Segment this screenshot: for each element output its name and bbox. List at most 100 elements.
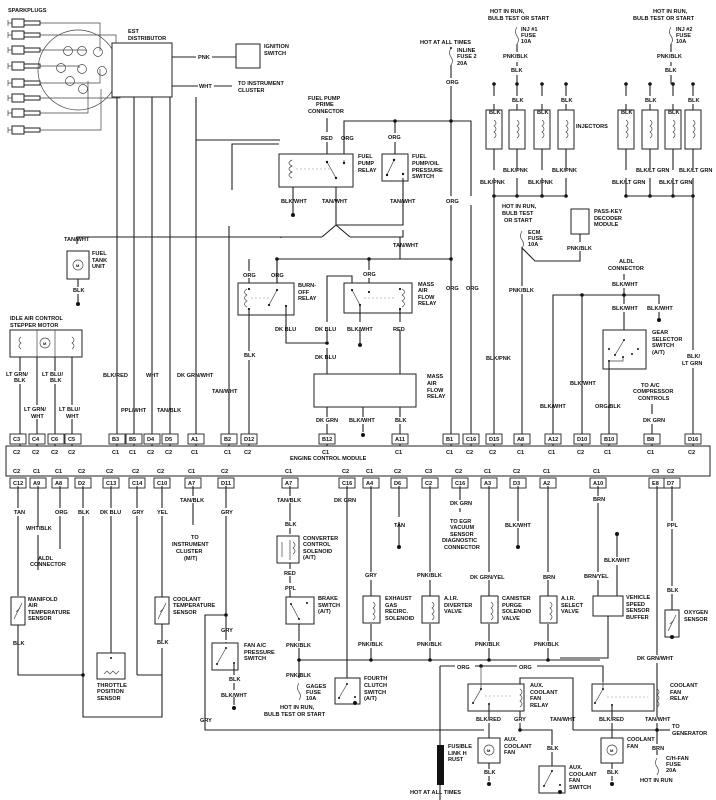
injector-wire-blk: BLK [512, 98, 524, 104]
fuel-pump-relay [278, 153, 354, 188]
maf-module-blk-wht: BLK/WHT [349, 418, 375, 424]
wire-ppl-brake: PPL [285, 586, 296, 592]
pressure-switch-label-3: PRESSURE [412, 168, 443, 174]
aldl-bottom-label-2: CONNECTOR [30, 562, 66, 568]
air-diverter-valve [421, 595, 440, 624]
wire-tan-c12: TAN [14, 510, 25, 516]
ecm-fuse-label-3: 10A [528, 242, 538, 248]
pin-connector: C1 [446, 450, 453, 456]
burnoff-label-3: RELAY [298, 296, 317, 302]
wire-pnk-blk-brake-2: PNK/BLK [286, 673, 311, 679]
aux-fan-label-3: FAN [504, 750, 515, 756]
passkey-label-3: MODULE [594, 222, 619, 228]
gear-switch-label-2: SELECTOR [652, 337, 682, 343]
injector-coil-icon [565, 119, 569, 139]
fourth-clutch-label-4: (A/T) [364, 696, 377, 702]
iac-label-1: IDLE AIR CONTROL [10, 316, 64, 322]
burnoff-label-2: OFF [298, 290, 310, 296]
fan-relay-label-3: RELAY [670, 696, 689, 702]
wire-org-a8: ORG [55, 510, 68, 516]
egr-solenoid [362, 595, 381, 624]
ccs-label-3: SOLENOID [303, 549, 332, 555]
vss-buffer [592, 595, 624, 617]
wire-yel: YEL [157, 510, 168, 516]
wire-gry-egr: GRY [365, 573, 377, 579]
inj1-hot-label-2: BULB TEST OR START [488, 16, 550, 22]
ecm-label: ENGINE CONTROL MODULE [290, 456, 367, 462]
canister-label-1: CANISTER [502, 596, 531, 602]
fuel-pump-section: FUEL PUMP PRIME CONNECTOR RED ORG ORG FU… [64, 96, 451, 306]
sparkplug [7, 18, 101, 51]
injector-coil-icon [672, 119, 676, 139]
fan-ac-label-2: PRESSURE [244, 650, 275, 656]
wire-pnk-blk-canister: PNK/BLK [475, 642, 500, 648]
chfan-hot-label: HOT IN RUN [640, 778, 673, 784]
pressure-switch-label-2: PUMP/OIL [412, 161, 440, 167]
wire-dk-grn-c16b: DK GRN [450, 501, 472, 507]
fan-ac-label-3: SWITCH [244, 656, 266, 662]
maf-relay-label-1: MASS [418, 282, 434, 288]
pin-id: A7 [188, 481, 195, 487]
maf-module-label-3: FLOW [427, 388, 444, 394]
sparkplug [7, 45, 87, 55]
ccs-label-2: CONTROL [303, 542, 331, 548]
wire-wht: WHT [199, 84, 212, 90]
ac-label-1: TO A/C [641, 383, 660, 389]
ecm-top-pins: C3C2C4C2C6C2C5C2B3C1B5C1D4C2D5C2A1C1B2C1… [9, 433, 702, 456]
maf-blk-wht: BLK/WHT [347, 327, 373, 333]
pin-id: D16 [688, 437, 698, 443]
gages-hot-label-2: BULB TEST OR START [264, 712, 326, 718]
pin-connector: C1 [129, 450, 136, 456]
tank-unit-label-3: UNIT [92, 264, 106, 270]
ignition-switch-label-2: SWITCH [264, 51, 286, 57]
brake-switch [285, 596, 315, 625]
iac-wire-3-a: LT BLU/ [42, 372, 63, 378]
fan-ac-label-1: FAN A/C [244, 643, 266, 649]
spark-plug-wire [40, 22, 101, 51]
mat-label-4: SENSOR [28, 616, 52, 622]
pin-id: D7 [667, 481, 674, 487]
injector [557, 109, 575, 150]
inj2-fuse-label-2: FUSE [676, 33, 691, 39]
passkey-label-1: PASS-KEY [594, 209, 622, 215]
pin-connector: C3 [425, 469, 432, 475]
inj2-wire-pnk-blk: PNK/BLK [657, 54, 682, 60]
pin-id: A8 [517, 437, 524, 443]
passkey-decoder-module [570, 208, 590, 235]
ignition-switch [235, 43, 261, 69]
maf-module-label-2: AIR [427, 381, 437, 387]
injector-coil-icon [516, 119, 520, 139]
aldl-wire-2: BLK/WHT [612, 306, 638, 312]
pin-id: A12 [548, 437, 558, 443]
inj1-hot-label-1: HOT IN RUN, [490, 9, 525, 15]
injector-wire-blk: BLK [668, 110, 680, 116]
wire-blk-pnk-d15: BLK/PNK [486, 356, 511, 362]
pin-id: C2 [425, 481, 432, 487]
wire-dk-grn-c16: DK GRN [334, 498, 356, 504]
maf-module-label-1: MASS [427, 374, 443, 380]
air-select-valve [539, 595, 558, 624]
iac-wire-1-a: LT GRN/ [6, 372, 28, 378]
distributor-section: SPARKPLUGS EST DISTRIBUTOR PNK IGNITION … [7, 8, 289, 456]
tps-label-1: THROTTLE [97, 683, 127, 689]
inj1-wire-blk: BLK [511, 68, 523, 74]
ecm-hot-label-2: BULB TEST [502, 211, 534, 217]
air-div-label-3: VALVE [444, 609, 462, 615]
iac-wire-1-b: BLK [14, 378, 26, 384]
pin-connector: C3 [652, 469, 659, 475]
pin-id: A9 [33, 481, 40, 487]
sparkplugs-label: SPARKPLUGS [8, 8, 47, 14]
pin-id: D5 [165, 437, 172, 443]
pin-id: A11 [395, 437, 405, 443]
aldl-wire-1: BLK/WHT [612, 282, 638, 288]
pin-connector: C2 [32, 450, 39, 456]
pin-connector: C2 [466, 450, 473, 456]
tps-label-3: SENSOR [97, 696, 121, 702]
